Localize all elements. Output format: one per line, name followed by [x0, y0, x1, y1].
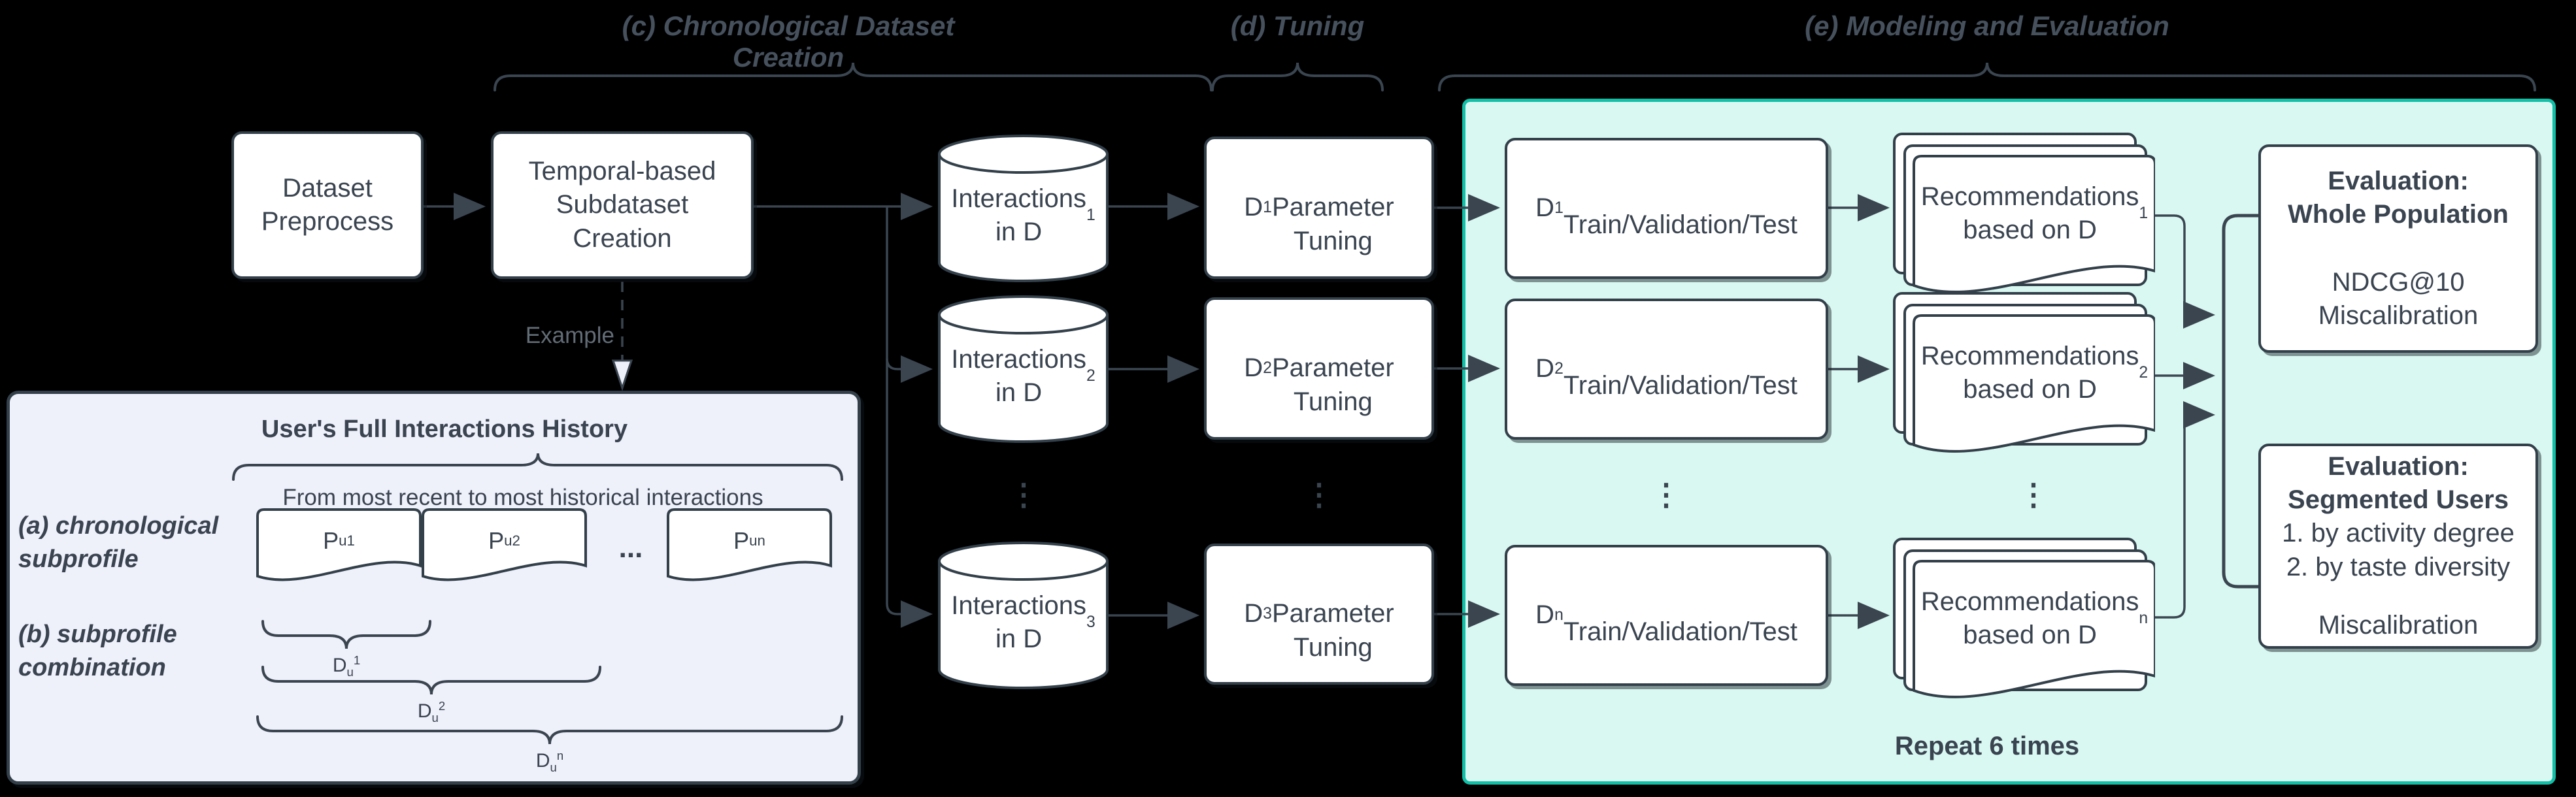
document-stack-icon	[1893, 292, 2155, 453]
combo-label-1: Du1	[332, 653, 361, 679]
ellipsis-cylinders: ⋮	[1009, 478, 1039, 512]
subprofile-ellipsis: ...	[618, 532, 643, 564]
ellipsis-tuning: ⋮	[1304, 478, 1334, 512]
section-label-tuning: (d) Tuning	[1230, 10, 1365, 41]
example-arrow-label: Example	[525, 323, 614, 348]
evaluation-metrics: Miscalibration	[2318, 610, 2479, 640]
document-stack-icon	[1893, 133, 2155, 293]
ellipsis-train: ⋮	[1651, 478, 1681, 512]
database-icon	[938, 295, 1109, 443]
section-label-chronological: (c) Chronological Dataset Creation	[622, 10, 955, 73]
database-icon	[938, 542, 1109, 689]
combo-brace-1	[261, 620, 431, 649]
document-icon	[256, 508, 422, 581]
history-brace	[232, 453, 843, 481]
combo-label-2: Du2	[417, 699, 446, 724]
combo-brace-n	[256, 715, 843, 745]
evaluation-title: Evaluation:Segmented Users	[2288, 452, 2509, 515]
section-label-modeling: (e) Modeling and Evaluation	[1805, 10, 2169, 41]
evaluation-title: Evaluation:Whole Population	[2288, 167, 2509, 229]
section-brace-tuning	[1211, 62, 1384, 91]
example-title: User's Full Interactions History	[261, 415, 628, 443]
example-subtitle: From most recent to most historical inte…	[282, 485, 763, 510]
ellipsis-recommendations: ⋮	[2018, 478, 2049, 512]
combo-label-n: Dun	[535, 749, 564, 774]
repeat-label: Repeat 6 times	[1894, 732, 2080, 760]
section-brace-chronological	[493, 62, 1213, 91]
document-icon	[422, 508, 587, 581]
database-icon	[938, 135, 1109, 282]
combo-brace-2	[261, 666, 601, 695]
example-inset-panel	[7, 391, 861, 785]
document-icon	[667, 508, 832, 581]
section-brace-modeling	[1438, 62, 2536, 91]
document-stack-icon	[1893, 538, 2155, 698]
evaluation-segmented-users-node: Evaluation:Segmented Users 1. by activit…	[2258, 444, 2538, 649]
